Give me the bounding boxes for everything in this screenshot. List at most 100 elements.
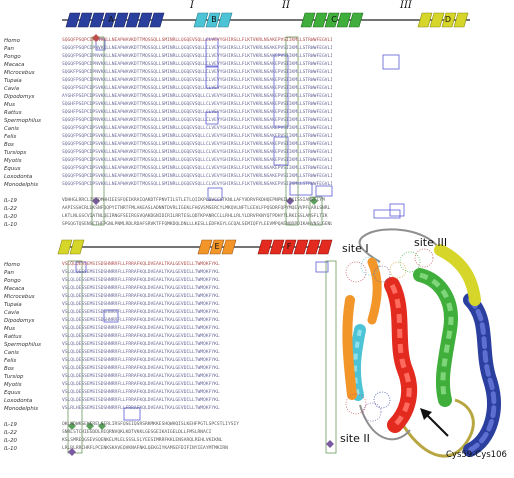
bottom-sequence-row: VSLQLQESSEMSISDSHNRRFLLFRRAFKQLDVEAALTKA… (62, 302, 220, 307)
top-species-label: Mus (4, 102, 15, 108)
top-sequence-row: SQGQFPSQPCDPNVKKLLNEAPWAVKDTTMQSSQLLSMIN… (62, 78, 332, 83)
bottom-species-label: Mus (4, 326, 15, 332)
bottom-sequence-row: VSLQLQESSEMSISDSHNRRFLLFRRAFKQLDVEAALTKA… (62, 294, 220, 299)
top-markers (92, 34, 318, 205)
structure-label-disulfide: Cys59-Cys106 (446, 450, 507, 460)
top-species-label: Equus (4, 166, 21, 172)
top-sequence-row: SQGQFPSQPCDPSVKKLLNEAPWAVKDTTMQSSQLLSMIN… (62, 182, 332, 187)
top-sequence-row: SQGQFPSQPCDPSVKKLLNEAPWAVKDTTMQSSQLLSMIN… (62, 126, 332, 131)
top-species-label: IL-22 (4, 206, 17, 212)
top-sequence-row: SQGHFPSEPCDPSVKKLLNEAPWAVKDTTMQSSQLLSMIN… (62, 110, 332, 115)
top-sequence-row: SQGQFPSQPCDPSVKKLLNEAPWAVKDTTMQSSQLLSMIN… (62, 174, 332, 179)
top-sequence-row: SPGQGTQSENSCTHFPGNLPNMLRDLRDAFSRVKTFFQMK… (62, 222, 332, 227)
top-species-label: Spermophilus (4, 118, 41, 124)
bottom-sequence-row: VSLQLQESSEMSISDSHNRRFLLFRRAFKQLDVEAALTKA… (62, 286, 220, 291)
helix-a-glyph (65, 12, 165, 28)
helix-label-f: F (286, 242, 292, 251)
top-sequence-row: SQGQFPSQPCDPSVKKLLNEAPWAVKDTTMQSSQLLSMIN… (62, 158, 332, 163)
bottom-sequence-row: SNRLSTCHIEGDDLHIQRNVQKLKDTVKKLGESGEIKAIG… (62, 430, 212, 435)
bottom-sequence-row: KSLSMREQGSEVSQENKELMLELSSSLSLYEESIMRRFKK… (62, 438, 223, 443)
helix-e-glyph (197, 239, 237, 255)
bottom-sequence-row: VSLQLQESSEMSISDSHNRRFLLFRRAFKQLDVEAALTKA… (62, 270, 220, 275)
top-species-label: IL-20 (4, 214, 17, 220)
top-species-label: Bos (4, 142, 14, 148)
site-ii-spheres (345, 391, 391, 422)
bottom-species-label: Myotis (4, 382, 22, 388)
top-sequence-row: SQGQFPSQPCDPSVKKLLNEAPWAVKDTTMQSSQLLSMIN… (62, 166, 332, 171)
top-species-label: Tupaia (4, 78, 22, 84)
top-sequence-row: SQGQFPSQPCDPNVKKLLNEAPWAVKDTTMQSSQLLSMIN… (62, 46, 332, 51)
top-species-label: Macaca (4, 62, 25, 68)
helix-label-d: D (444, 15, 452, 24)
bottom-sequence-row: VSLQLQESSEMSISDSHNRRFLLFRRAFKQLDVEAALTKA… (62, 334, 220, 339)
bottom-species-label: Macaca (4, 286, 25, 292)
site-numeral-ii: II (282, 0, 290, 11)
top-sequence-row: SQGQFPSQPCDPSVKKLLNEAPWAVKDTTMQSSQLLSMIN… (62, 134, 332, 139)
bottom-species-label: IL-10 (4, 446, 17, 452)
top-species-label: IL-19 (4, 198, 17, 204)
top-species-label: Tursiops (4, 150, 27, 156)
top-sequence-row: AAPISSHCRLDKSNFQQPYITNRTFMLAKEASLADNNTDV… (62, 206, 331, 211)
bottom-sequence-row: VSLQLQESSEMSISDSHNRRFLLFRRAFKQLDVEAALTKA… (62, 398, 220, 403)
helix-label-b: B (211, 15, 217, 24)
top-sequence-row: SQGQFPSQPCDPSVKKLLNEAPWAVKDTTMQSSQLLSMIN… (62, 142, 332, 147)
ribbon-helix-a (463, 293, 501, 457)
bottom-sequence-row: VSLQLQESSEMSISDSHNRRFLLFRRAFKQLDVEAALTKA… (62, 262, 220, 267)
top-sequence-row: AYGHFPSEPCDPSVKKLLNEAPWAVKDTTMQSSQLLSMIN… (62, 94, 332, 99)
top-sequence-row: SQGKFPSQPCDPNVKKLLNEAPWAVKDTTMQSSQLLSMIN… (62, 70, 332, 75)
helix-label-a: A (108, 15, 114, 24)
bottom-markers (68, 422, 334, 456)
helix-b-glyph (193, 12, 233, 28)
top-species-label: IL-10 (4, 222, 17, 228)
bottom-species-label: Dipodomys (4, 318, 35, 324)
bottom-species-label: Rattus (4, 334, 22, 340)
helix-d-glyph (417, 12, 469, 28)
bottom-sequence-row: VSLQLQESSEMSISDSHNRRFLLFRRAFKQLDVEAALTKA… (62, 278, 220, 283)
structure-label-site-ii: site II (340, 432, 370, 445)
protein-structure (342, 228, 501, 458)
disulfide-arrow (420, 408, 449, 437)
helix-label-c: C (331, 15, 337, 24)
helix-c-glyph (300, 12, 364, 28)
top-sequence-row: SQGQFPSQPCDPSVKKLLNEAPWAVKDTTMQSSQLLSMIN… (62, 150, 332, 155)
bottom-sequence-row: VSLQLQESSEMSISDSHNRRFLLFRRAFKQLDVEAALTKA… (62, 350, 220, 355)
helix-d2-glyph (57, 239, 85, 255)
bottom-species-label: Monodelphis (4, 406, 39, 412)
top-species-label: Pan (4, 46, 14, 52)
top-sequence-row: SQGQFPSQPCDPNVKKLLNEAPWAVKDTTMQSSQLLSMIN… (62, 38, 332, 43)
bottom-sequence-row: VSLQLQESSEMSISDSHNRRFLLFRRAFKQLDVEAALTKA… (62, 382, 220, 387)
ribbon-helix-f (384, 277, 418, 433)
top-sequence-row: SQGQFPSEPCDPSVKKLLNEAPWAVKDTTMQSSQLLSMIN… (62, 86, 332, 91)
ribbon-helix-b (348, 324, 366, 401)
bottom-species-label: Microcebus (4, 294, 35, 300)
bottom-species-label: Pongo (4, 278, 21, 284)
site-numeral-i: I (190, 0, 194, 11)
bottom-sequence-row: LRLRLRRCHRFLPCENKSKAVEQVKNAFNKLQEKGIYKAM… (62, 446, 228, 451)
top-species-label: Cavia (4, 86, 20, 92)
bottom-species-label: IL-22 (4, 430, 17, 436)
top-species-label: Dipodomys (4, 94, 35, 100)
site-iii-spheres (389, 248, 434, 279)
bottom-sequence-row: VSLQLQESSEMSISDSHNRRFLLFRRAFKQLDVEAALTKA… (62, 342, 220, 347)
bottom-helix-track (57, 239, 333, 255)
top-sequence-row: LKTLNLGSCVIATNLQEIRNGFSEIRGSVQAKDGNIDIRI… (62, 214, 328, 219)
bottom-species-label: Cavia (4, 310, 20, 316)
ribbon-helix-d (434, 244, 481, 306)
ribbon-helix-e (342, 295, 357, 400)
bottom-species-label: IL-19 (4, 422, 17, 428)
top-sequence-row: VDHHGLRRCLISTDMHHIEESFQEIKRAIQAKDTFPNVTI… (62, 198, 325, 203)
bottom-sequence-row: VSLQLQESSEMSISDSHNRRFLLFRRAFKQLDVEAALTKA… (62, 366, 220, 371)
helix-f-glyph (257, 239, 333, 255)
bottom-sequence-row: VSLQLQESSEMSISDSHNRRFLLFRRAFKQLDVEAALTKA… (62, 358, 220, 363)
bottom-sequence-row: VSLQLQESSEMSISDSHNRRFLLFRRAFKQLDVEAALTKA… (62, 374, 220, 379)
helix-label-e: E (214, 242, 220, 251)
bottom-sequence-row: QKLNDWKSEKERELSERLIRSFQSEIQSRSRKMKKESHQW… (62, 422, 240, 427)
bottom-species-label: IL-20 (4, 438, 17, 444)
bottom-species-label: Canis (4, 350, 19, 356)
bottom-species-label: Homo (4, 262, 20, 268)
site-numeral-iii: III (400, 0, 412, 11)
bottom-species-label: Felis (4, 358, 17, 364)
top-species-label: Homo (4, 38, 20, 44)
top-species-label: Monodelphis (4, 182, 39, 188)
